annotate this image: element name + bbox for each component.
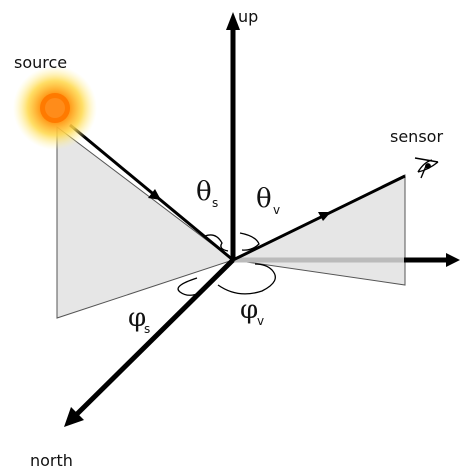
sensor-label: sensor xyxy=(390,127,443,146)
incident-ray xyxy=(69,123,234,262)
east-axis-arrowhead xyxy=(446,253,460,267)
phi-v-arc xyxy=(217,263,276,295)
north-label: north xyxy=(30,451,73,470)
source-label: source xyxy=(14,53,67,72)
incident-ray-arrowhead xyxy=(148,189,161,200)
eye-icon xyxy=(414,157,439,179)
theta-v-label: θ v xyxy=(256,184,280,217)
theta-s-label: θ s xyxy=(196,177,218,210)
reflected-ray-arrowhead xyxy=(318,212,331,221)
svg-text:v: v xyxy=(257,314,264,328)
svg-text:θ: θ xyxy=(256,184,272,214)
reflected-ray xyxy=(232,174,406,262)
svg-text:s: s xyxy=(144,322,150,336)
svg-text:θ: θ xyxy=(196,177,212,207)
north-axis-arrowhead xyxy=(64,407,84,427)
north-axis xyxy=(74,258,235,417)
theta-s-arc xyxy=(204,234,229,252)
phi-s-arc xyxy=(177,277,201,296)
svg-text:s: s xyxy=(212,196,218,210)
source-plane-wedge xyxy=(56,125,235,319)
svg-text:φ: φ xyxy=(240,295,258,325)
svg-text:φ: φ xyxy=(128,303,146,333)
svg-text:v: v xyxy=(273,203,280,217)
theta-v-arc xyxy=(239,232,260,251)
sun-icon xyxy=(13,66,97,150)
phi-s-label: φ s xyxy=(128,303,150,336)
up-axis-arrowhead xyxy=(226,12,240,30)
phi-v-label: φ v xyxy=(240,295,264,328)
up-label: up xyxy=(238,7,258,26)
